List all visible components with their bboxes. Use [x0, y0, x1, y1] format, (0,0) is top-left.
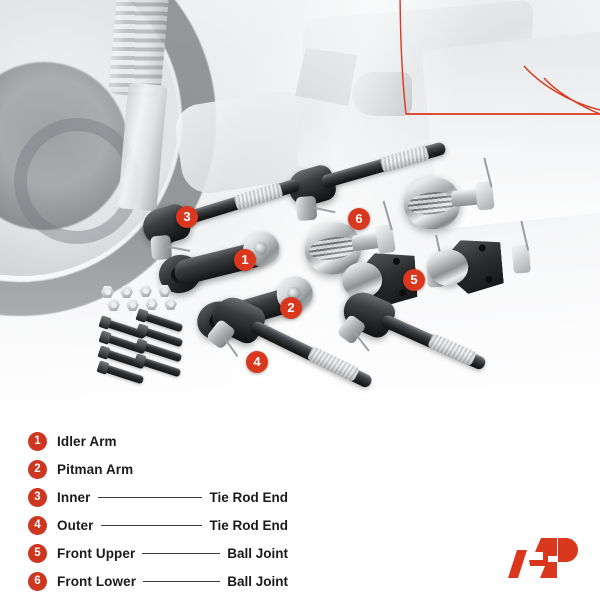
legend-badge-1: 1	[28, 431, 47, 451]
flange-bolt-hole-icon	[478, 244, 486, 252]
legend-leader	[124, 441, 281, 442]
tie-rod-thread-icon	[427, 332, 478, 367]
legend-value-4: Tie Rod End	[209, 517, 288, 533]
callout-badge-3: 3	[176, 206, 198, 228]
legend-value-5: Ball Joint	[227, 545, 288, 561]
flange-bolt-hole-icon	[485, 276, 493, 284]
legend-label-5: Front Upper	[57, 545, 136, 561]
legend-label-2: Pitman Arm	[57, 461, 134, 477]
flange-bolt-hole-icon	[399, 289, 406, 296]
legend-leader	[100, 524, 203, 526]
legend-leader	[143, 580, 221, 582]
legend-value-3: Tie Rod End	[209, 489, 288, 505]
legend: 1 Idler Arm 2 Pitman Arm 3 Inner Tie Rod…	[28, 428, 288, 596]
callout-badge-1: 1	[234, 249, 256, 271]
legend-label-1: Idler Arm	[57, 433, 117, 449]
legend-leader	[140, 469, 281, 470]
legend-row: 5 Front Upper Ball Joint	[28, 540, 288, 566]
legend-row: 3 Inner Tie Rod End	[28, 484, 288, 510]
legend-row: 6 Front Lower Ball Joint	[28, 568, 288, 594]
part-front-upper-ball-joint-b	[426, 220, 531, 294]
legend-row: 2 Pitman Arm	[28, 456, 288, 482]
nut-icon	[145, 298, 158, 310]
nut-icon	[158, 285, 171, 297]
nut-icon	[120, 286, 133, 298]
part-front-lower-ball-joint-b	[401, 157, 495, 236]
legend-badge-5: 5	[28, 543, 47, 563]
mount-bracket-icon	[295, 48, 357, 106]
legend-value-6: Ball Joint	[227, 573, 288, 589]
a-premium-logo	[508, 538, 578, 578]
nut-icon	[139, 285, 152, 297]
tie-rod-thread-icon	[233, 182, 284, 211]
legend-leader	[97, 496, 203, 498]
nut-icon	[126, 299, 139, 311]
callout-badge-4: 4	[246, 351, 268, 373]
callout-badge-5: 5	[403, 269, 425, 291]
legend-badge-4: 4	[28, 515, 47, 535]
nut-icon	[101, 286, 114, 298]
callout-badge-6: 6	[348, 208, 370, 230]
callout-badge-2: 2	[280, 297, 302, 319]
bushing-bracket-icon	[352, 72, 412, 116]
legend-badge-3: 3	[28, 487, 47, 507]
legend-leader	[142, 552, 221, 554]
legend-row: 1 Idler Arm	[28, 428, 288, 454]
legend-label-6: Front Lower	[57, 573, 137, 589]
nut-icon	[107, 299, 120, 311]
legend-label-3: Inner	[57, 489, 91, 505]
legend-badge-2: 2	[28, 459, 47, 479]
tie-rod-thread-icon	[379, 145, 430, 173]
legend-row: 4 Outer Tie Rod End	[28, 512, 288, 538]
nut-icon	[164, 298, 177, 310]
legend-badge-6: 6	[28, 571, 47, 591]
tie-rod-thread-icon	[306, 345, 361, 383]
flange-bolt-hole-icon	[393, 258, 400, 265]
legend-label-4: Outer	[57, 517, 94, 533]
